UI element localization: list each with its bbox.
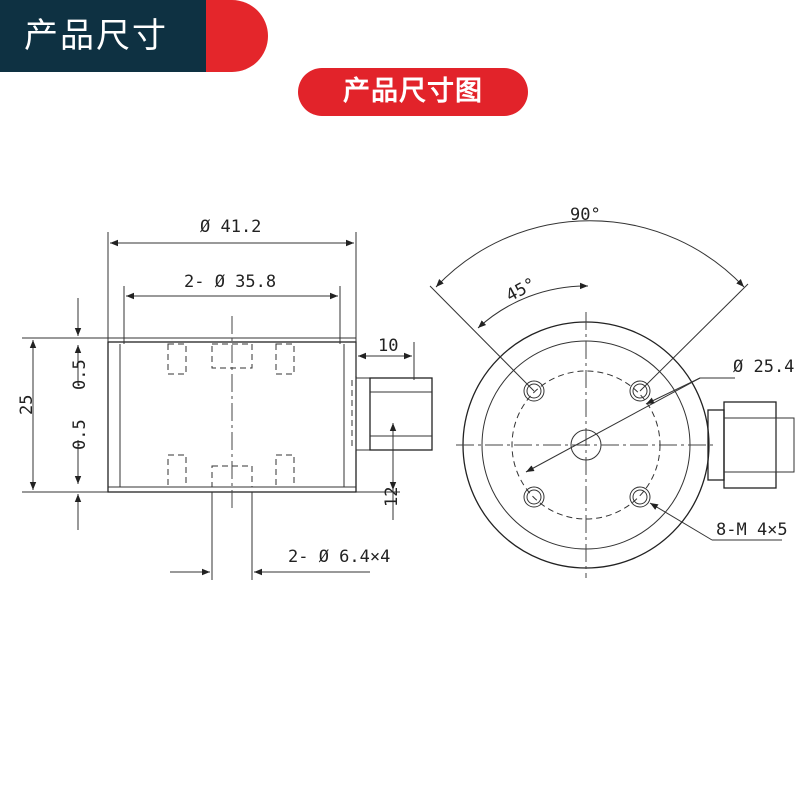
dim-bottom-holes: 2- Ø 6.4⨯4 <box>288 547 390 567</box>
header-bar <box>0 0 215 72</box>
bolt-holes <box>523 380 651 508</box>
header-accent <box>206 0 268 72</box>
header-title: 产品尺寸 <box>24 16 168 56</box>
dim-top-step: 0.5 <box>70 359 90 390</box>
dim-height: 25 <box>17 395 37 415</box>
dim-outer-diameter: Ø 41.2 <box>200 217 261 237</box>
connector-body <box>369 377 433 451</box>
drawing-title-pill: 产品尺寸图 <box>298 68 528 116</box>
dim-bolt-circle: Ø 25.4 <box>733 357 794 377</box>
angle-outer: 90° <box>570 205 601 225</box>
dim-connector-offset: 12 <box>382 487 402 507</box>
dim-bottom-step: 0.5 <box>70 419 90 450</box>
side-view: Ø 41.2 2- Ø 35.8 25 0.5 0.5 10 12 <box>17 217 433 580</box>
connector-nut <box>355 377 371 451</box>
top-view: 90° 45° Ø 25.4 8-M 4⨯5 <box>429 205 795 578</box>
dim-thread: 8-M 4⨯5 <box>716 520 788 540</box>
dim-connector-length: 10 <box>378 336 398 356</box>
dim-hole-circle: 2- Ø 35.8 <box>184 272 276 292</box>
angle-inner: 45° <box>503 274 540 306</box>
